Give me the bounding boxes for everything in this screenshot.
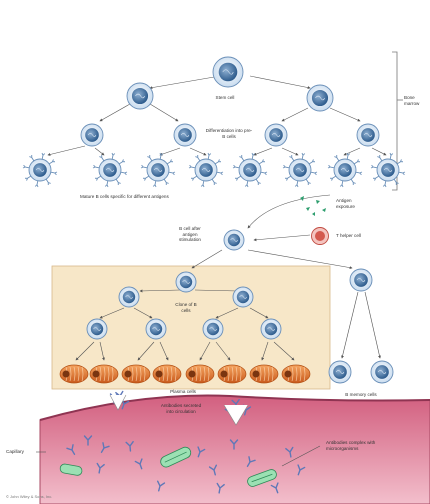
b-cell-icon (118, 286, 140, 308)
antibodies-secreted-label: Antibodies secreted into circulation (160, 403, 202, 414)
b-cell-stimulated-label: B cell after antigen stimulation (179, 226, 201, 243)
mature-b-cell-icon (92, 152, 128, 188)
plasma-cell-icon (217, 364, 247, 384)
stem-cell-icon (212, 56, 244, 88)
b-cell-icon (306, 84, 334, 112)
plasma-cells-label: Plasma cells (170, 389, 196, 394)
b-cell-icon (126, 82, 154, 110)
b-cell-icon (145, 318, 167, 340)
antibody-icon (96, 462, 105, 474)
t-helper-cell-icon (311, 227, 329, 245)
b-cell-icon (232, 286, 254, 308)
credit-text: © John Wiley & Sons, Inc. (6, 494, 53, 499)
antibody-icon (197, 446, 206, 458)
b-cell-icon (260, 318, 282, 340)
clone-b-cells-label: Clone of B cells (175, 302, 197, 313)
b-cell-icon (356, 123, 380, 147)
mature-b-cell-icon (282, 152, 318, 188)
antibody-icon (270, 482, 279, 494)
antibody-icon (156, 480, 166, 492)
b-cell-icon (264, 123, 288, 147)
antigen-exposure-label: Antigen exposure (336, 198, 355, 209)
b-cell-icon (202, 318, 224, 340)
antibody-icon (246, 456, 256, 468)
plasma-cell-icon (152, 364, 182, 384)
plasma-cell-icon (281, 364, 311, 384)
mature-b-cell-icon (22, 152, 58, 188)
mature-b-cell-icon (140, 152, 176, 188)
memory-cell-icon (328, 360, 352, 384)
microorganism-icon (59, 446, 277, 487)
antibodies-complex-label: Antibodies complex with microorganisms (326, 440, 376, 451)
capillary-label: Capillary (6, 449, 24, 454)
antibody-icon (208, 464, 218, 476)
plasma-cell-icon (121, 364, 151, 384)
antibody-icon (229, 439, 239, 450)
plasma-cell-icon (185, 364, 215, 384)
antibody-icon (216, 482, 225, 494)
bone-marrow-label: Bone marrow (404, 95, 420, 106)
antibody-icon (83, 435, 93, 446)
mature-b-cell-icon (370, 152, 406, 188)
mature-b-cell-icon (327, 152, 363, 188)
b-cell-icon (80, 123, 104, 147)
t-helper-label: T helper cell (336, 233, 361, 238)
lineage-arrows (47, 75, 387, 361)
antibody-icon (66, 444, 76, 456)
plasma-cell-icon (59, 364, 89, 384)
mature-b-cells-label: Mature B cells specific for different an… (80, 194, 169, 199)
stem-cell-label: Stem cell (215, 95, 235, 100)
bone-marrow-bracket (392, 51, 398, 191)
plasma-cell-icon (249, 364, 279, 384)
differentiation-label: Differentiation into pre-B cells (205, 128, 253, 139)
b-cell-icon (86, 318, 108, 340)
antibody-icon (285, 446, 294, 458)
b-cell-icon (349, 268, 373, 292)
plasma-cells-layer (59, 364, 311, 384)
mature-b-cell-icon (232, 152, 268, 188)
memory-cells-label: B memory cells (345, 392, 377, 397)
b-cell-icon (175, 271, 197, 293)
antibody-icon (100, 442, 110, 454)
antibody-icon (134, 458, 143, 470)
b-cell-icon (223, 229, 245, 251)
b-cell-icon (173, 123, 197, 147)
plasma-cell-icon (89, 364, 119, 384)
memory-cell-icon (370, 360, 394, 384)
antibody-icon (297, 464, 306, 476)
cells-layer (22, 56, 406, 384)
antigen-icon (300, 196, 326, 216)
mature-b-cell-icon (188, 152, 224, 188)
antibody-icon (125, 441, 134, 452)
